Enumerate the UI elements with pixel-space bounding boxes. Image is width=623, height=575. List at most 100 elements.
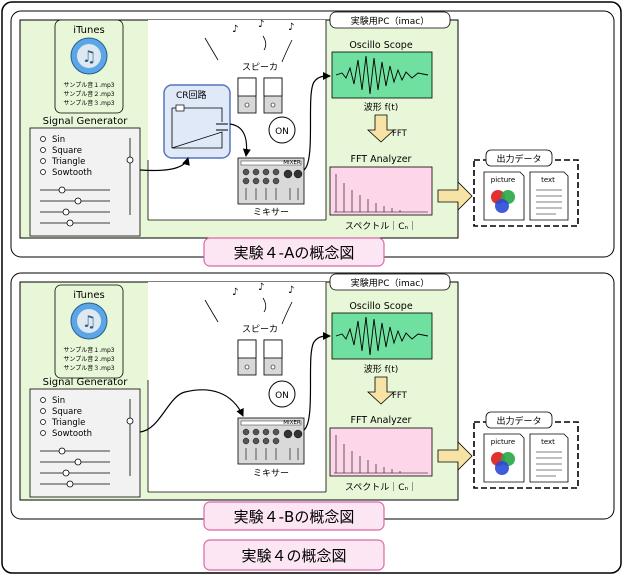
panel-b-title: 実験４-Bの概念図 [234,508,355,526]
signal-generator-box [29,127,141,237]
fft-analyzer-screen [329,166,433,216]
cr-circuit-label: CR回路 [176,89,207,101]
slider-knob[interactable] [58,186,66,194]
overall-title-box [203,539,385,571]
sound-wave-icon [204,297,293,325]
mixer-faders [245,188,299,200]
track-2: サンプル音２.mp3 [63,90,114,98]
radio-sin[interactable] [40,397,46,403]
oscilloscope-title: Oscillo Scope [349,301,412,312]
slider-knob[interactable] [74,197,82,205]
mixer-badge: MIXER [283,160,301,166]
itunes-title: iTunes [73,25,104,36]
slider-knob[interactable] [66,219,74,227]
pc-label: 実験用PC（imac） [351,15,429,27]
mixer-knobs [242,168,303,185]
wave-sin: Sin [52,396,65,406]
panel-a: 実験用PC（imac） iTunes ♫ サンプル音１.mp3 サンプル音２.m… [10,10,615,267]
wave-options: Sin Square Triangle Sowtooth [40,135,92,178]
wave-sin: Sin [52,135,65,145]
panel-a-title-box [203,237,385,267]
radio-triangle[interactable] [40,419,46,425]
wave-sowtooth: Sowtooth [52,429,92,439]
output-arrow [437,441,473,471]
fft-arrow-label: FFT [392,391,408,401]
wave-square: Square [52,407,82,417]
speaker-label: スピーカ [242,62,278,73]
wave-triangle: Triangle [51,157,85,167]
mixer-label: ミキサー [253,468,289,479]
mixer-label: ミキサー [253,207,289,218]
on-button-label: ON [275,127,289,137]
sound-note-icon: ♪ [232,24,238,35]
output-title: 出力データ [496,415,541,427]
slider-knob[interactable] [58,447,66,455]
on-button[interactable] [268,380,296,408]
radio-square[interactable] [40,408,46,414]
on-button[interactable] [268,116,296,144]
mixer-faders [245,448,299,460]
speaker-label: スピーカ [242,324,278,335]
picture-label: picture [491,438,515,446]
slider-group [40,138,134,227]
spectrum-label: スペクトル｜Cₙ｜ [345,482,417,493]
sound-wave-icon [204,35,293,63]
cr-circuit-wire [171,107,223,149]
output-arrow [437,181,473,211]
vertical-slider-knob[interactable] [126,156,134,164]
slider-knob[interactable] [62,208,70,216]
vertical-slider-knob[interactable] [126,417,134,425]
signal-generator-box [29,388,141,498]
resistor-icon [175,104,185,112]
radio-sowtooth[interactable] [40,169,46,175]
sound-note-icon: ♪ [258,282,264,293]
pc-label: 実験用PC（imac） [351,277,429,289]
radio-sowtooth[interactable] [40,430,46,436]
slider-knob[interactable] [74,458,82,466]
slider-group [40,399,134,488]
text-label: text [541,438,555,446]
oscilloscope-title: Oscillo Scope [349,40,412,51]
mixer-knobs [242,428,303,445]
fft-analyzer-title: FFT Analyzer [351,154,412,165]
spectrum-bars [334,174,428,213]
sound-note-icon: ♪ [288,22,294,33]
fft-down-arrow [366,376,396,405]
wave-sowtooth: Sowtooth [52,168,92,178]
radio-square[interactable] [40,147,46,153]
mixer-badge: MIXER [283,420,301,426]
wave-options: Sin Square Triangle Sowtooth [40,396,92,439]
picture-label: picture [491,176,515,184]
track-3: サンプル音３.mp3 [63,364,114,372]
pc-label-box [329,11,451,29]
waveform [335,55,429,95]
radio-sin[interactable] [40,136,46,142]
wire-sg-to-cr [139,157,190,172]
music-note-icon: ♫ [82,312,96,331]
sound-note-icon: ♪ [258,19,264,30]
radio-triangle[interactable] [40,158,46,164]
track-3: サンプル音３.mp3 [63,99,114,107]
fft-arrow-label: FFT [392,129,408,139]
fft-analyzer-title: FFT Analyzer [351,415,412,426]
fft-down-arrow [366,114,396,143]
cr-circuit-box [163,84,231,159]
spectrum-label: スペクトル｜Cₙ｜ [345,221,417,232]
sound-note-icon: ♪ [232,287,238,298]
slider-knob[interactable] [66,480,74,488]
wire-mixer-to-scope [303,332,331,431]
text-label: text [541,176,555,184]
fft-analyzer-screen [329,427,433,477]
spectrum-bars [334,435,428,474]
waveform-label: 波形 f(t) [364,363,399,375]
track-1: サンプル音１.mp3 [63,81,114,89]
output-title: 出力データ [496,153,541,165]
slider-knob[interactable] [62,469,70,477]
waveform [335,316,429,356]
signal-generator-title: Signal Generator [43,116,129,127]
wave-triangle: Triangle [51,418,85,428]
panel-b: 実験用PC（imac） iTunes ♫ サンプル音１.mp3 サンプル音２.m… [10,272,615,531]
panel-a-title: 実験４-Aの概念図 [234,244,355,262]
track-2: サンプル音２.mp3 [63,355,114,363]
